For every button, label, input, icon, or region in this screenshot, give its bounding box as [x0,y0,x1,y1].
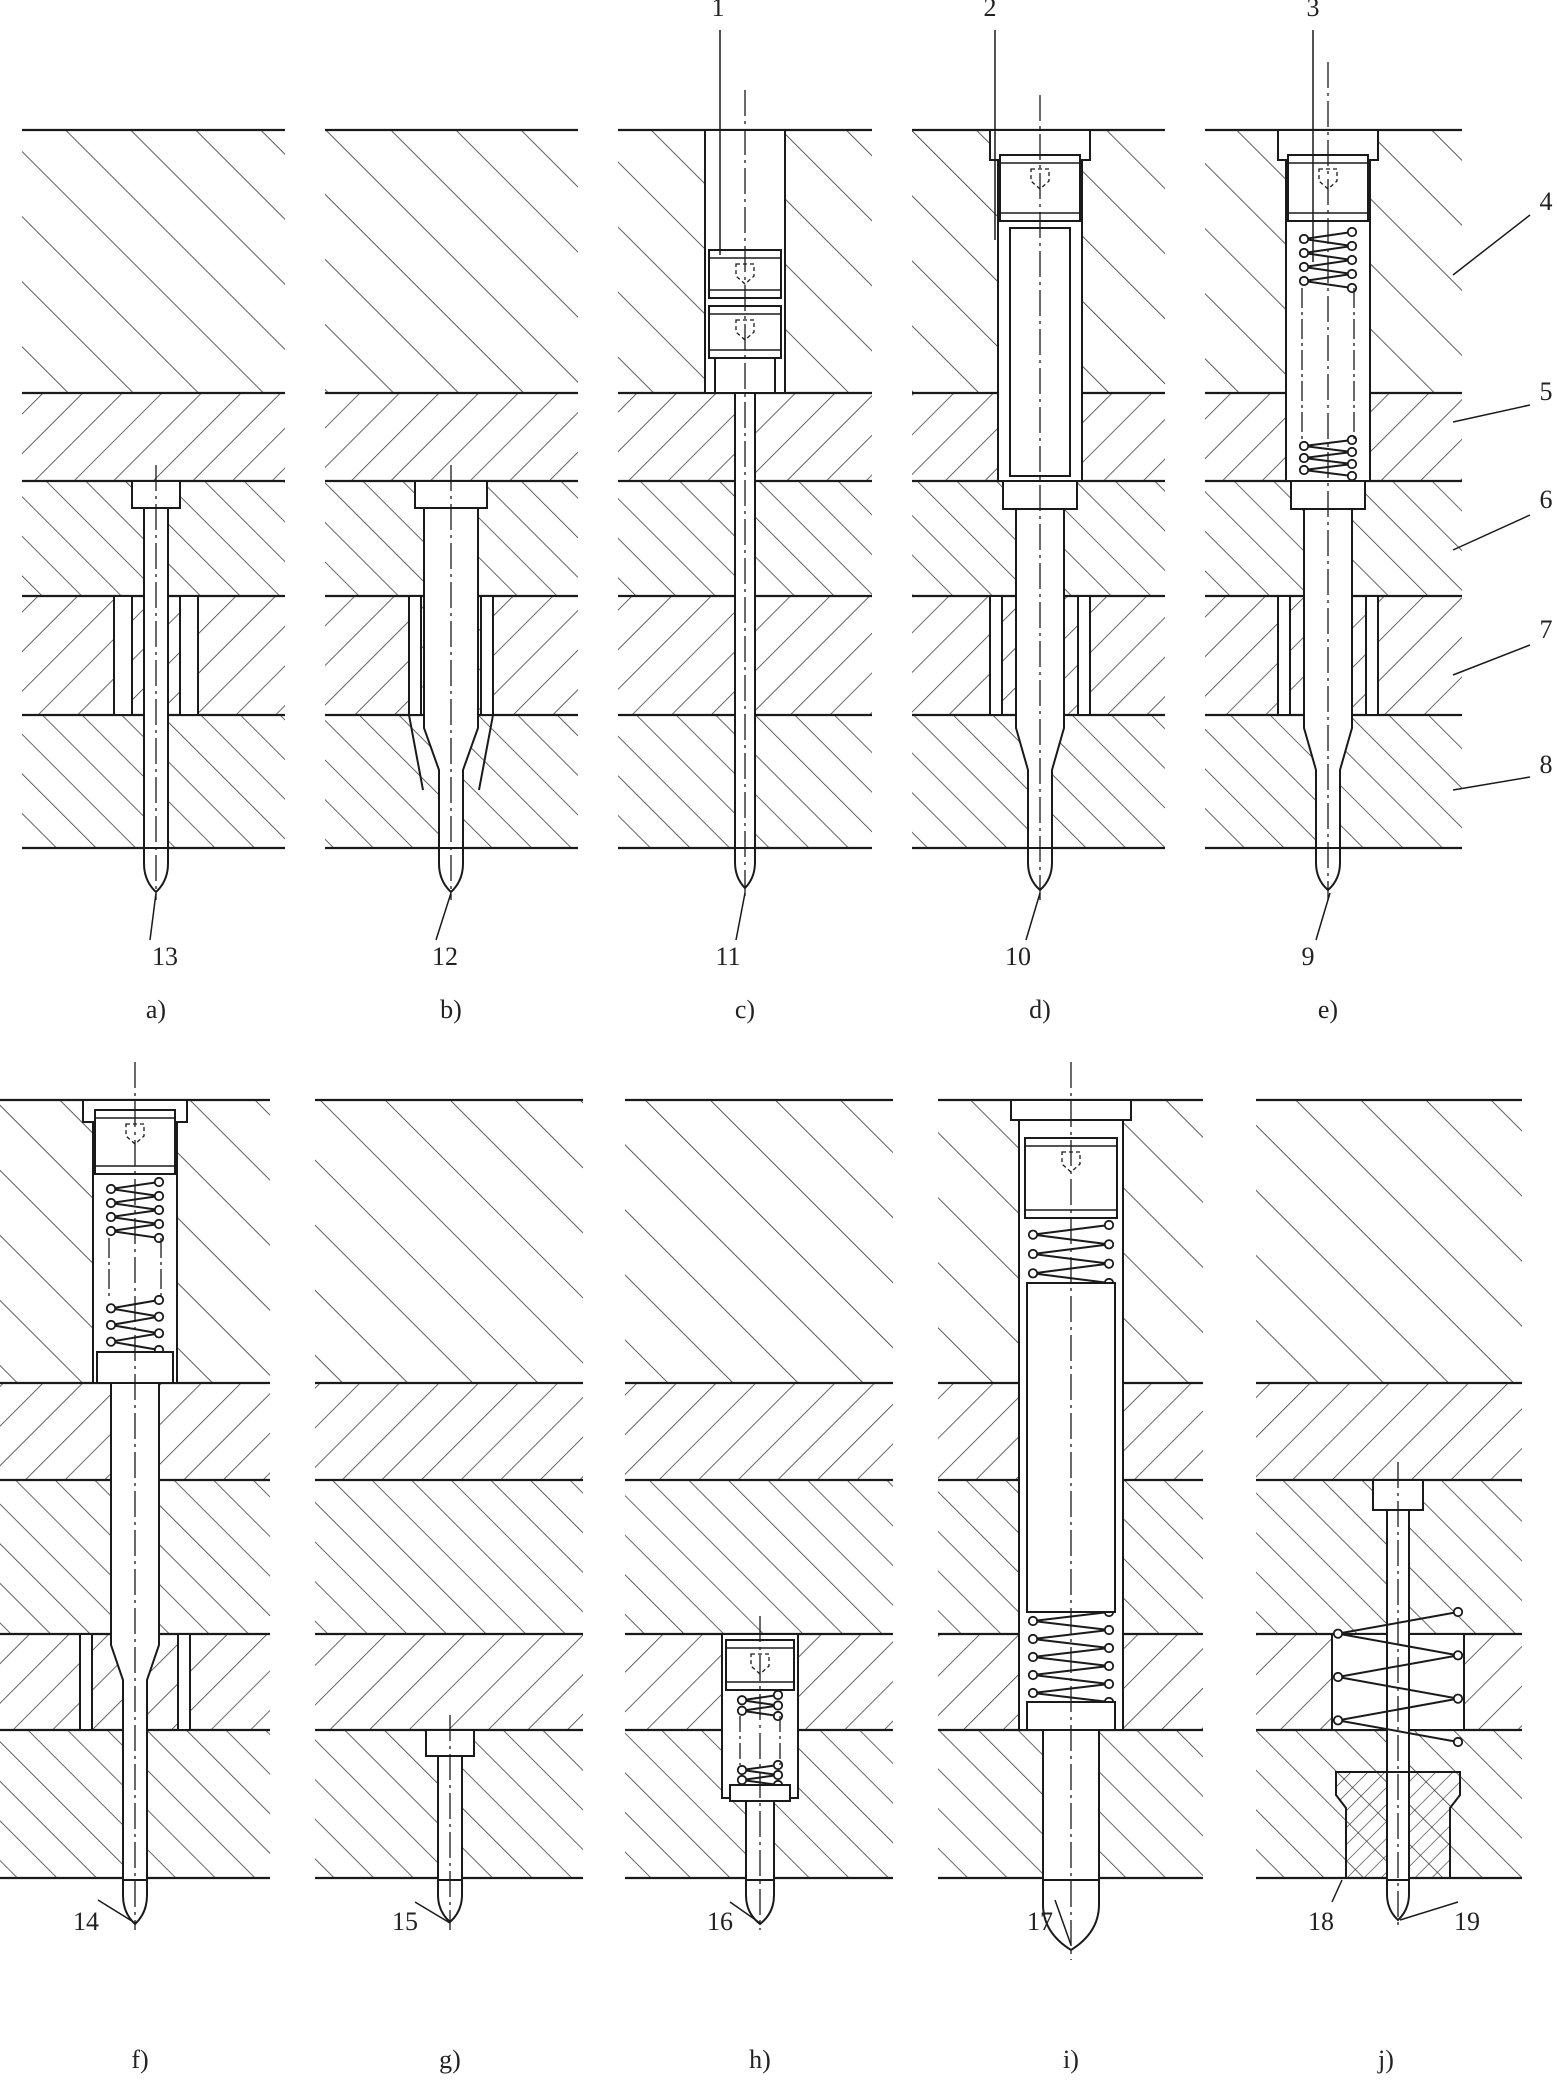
part-number-3: 3 [1307,0,1320,22]
caption-a: a) [146,995,166,1024]
plate-stack-7 [625,1383,893,1480]
part-number-1: 1 [712,0,725,22]
part-number-17: 17 [1027,1907,1053,1936]
die-plates [0,128,1522,1880]
part-number-12: 12 [432,942,458,971]
part-number-14: 14 [73,1907,99,1936]
part-number-15: 15 [392,1907,418,1936]
plate-stack-9 [1256,1100,1522,1383]
caption-e: e) [1318,995,1338,1024]
plate-stack-6 [315,1480,583,1634]
part-number-6: 6 [1540,485,1553,514]
plate-stack-9 [1256,1383,1522,1480]
part-number-7: 7 [1540,615,1553,644]
pilot-parts [79,62,1465,1960]
caption-h: h) [749,2045,771,2074]
plate-stack-7 [625,1480,893,1634]
plate-stack-6 [315,1634,583,1730]
part-number-18: 18 [1308,1907,1334,1936]
caption-g: g) [439,2045,461,2074]
part-number-4: 4 [1540,187,1553,216]
part-number-9: 9 [1302,942,1315,971]
plate-stack-7 [625,1100,893,1383]
plate-stack-6 [315,1383,583,1480]
part-number-11: 11 [715,942,740,971]
plate-stack-0 [22,393,285,481]
caption-c: c) [735,995,755,1024]
caption-i: i) [1063,2045,1079,2074]
caption-j: j) [1377,2045,1394,2074]
plate-stack-6 [315,1100,583,1383]
caption-b: b) [440,995,462,1024]
part-number-16: 16 [707,1907,733,1936]
part-number-5: 5 [1540,377,1553,406]
caption-d: d) [1029,995,1051,1024]
part-number-19: 19 [1454,1907,1480,1936]
caption-f: f) [131,2045,148,2074]
part-number-2: 2 [984,0,997,22]
part-number-13: 13 [152,942,178,971]
plate-stack-0 [22,130,285,393]
part-number-10: 10 [1005,942,1031,971]
plate-stack-1 [325,130,578,393]
part-number-8: 8 [1540,750,1553,779]
